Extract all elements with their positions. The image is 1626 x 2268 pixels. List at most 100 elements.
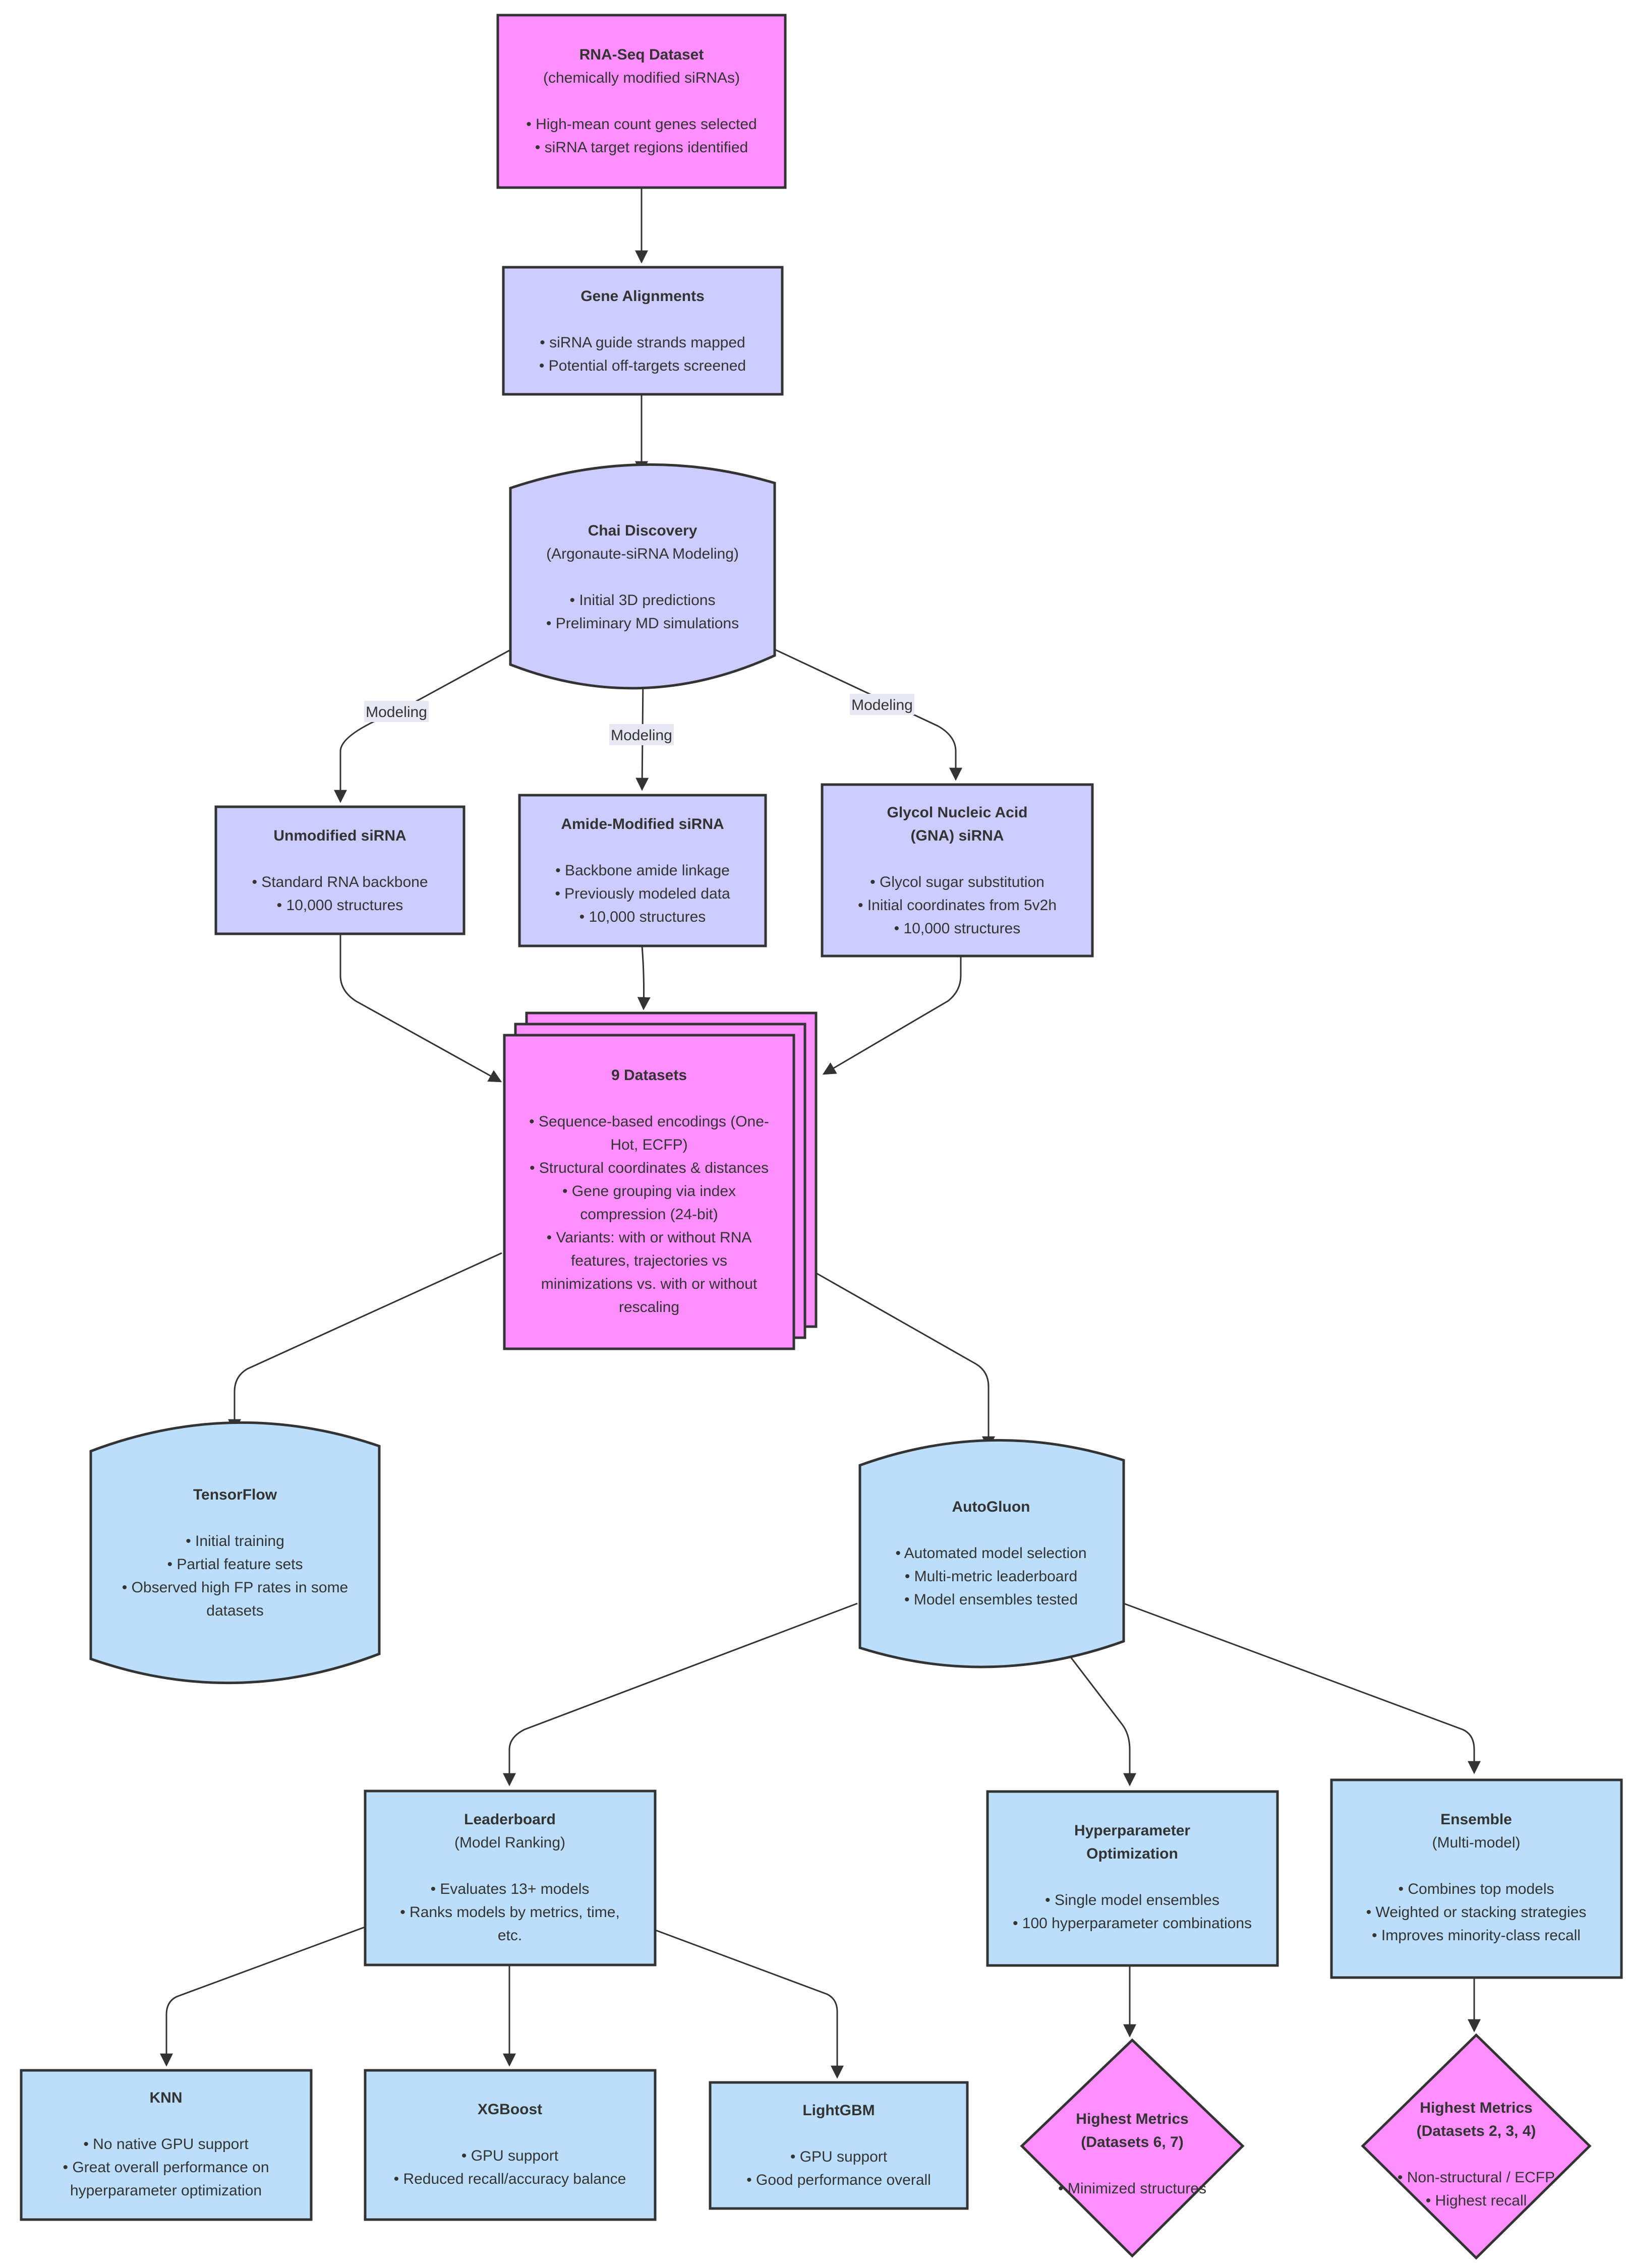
svg-text:Modeling: Modeling — [851, 697, 913, 713]
autogluon-title: AutoGluon — [952, 1499, 1030, 1515]
leaderboard-bullet: • Ranks models by metrics, time, — [400, 1904, 620, 1921]
node-lightgbm: LightGBM • GPU support • Good performance … — [709, 2081, 969, 2210]
knn-bullet: • No native GPU support — [83, 2136, 249, 2153]
xgboost-bullet: • Reduced recall/accuracy balance — [394, 2171, 626, 2187]
node-chai-discovery: Chai Discovery (Argonaute-siRNA Modeling)… — [509, 463, 776, 690]
edge-autogluon-hyper — [1044, 1623, 1136, 1786]
datasets-bullet: Hot, ECFP) — [610, 1137, 687, 1153]
leaderboard-title: Leaderboard — [464, 1811, 556, 1828]
unmodified-bullet: • 10,000 structures — [277, 897, 403, 914]
svg-text:Modeling: Modeling — [366, 704, 427, 721]
node-nine-datasets: 9 Datasets• Sequence-based encodings (On… — [503, 1011, 818, 1350]
tensorflow-title: TensorFlow — [193, 1486, 277, 1503]
rnaseq-title: RNA-Seq Dataset — [579, 46, 704, 63]
tensorflow-bullet: datasets — [206, 1602, 263, 1619]
tensorflow-bullet: • Observed high FP rates in some — [122, 1579, 349, 1596]
metrics67-title: Highest Metrics — [1076, 2111, 1188, 2127]
datasets-bullet: rescaling — [619, 1299, 679, 1316]
hyper-bullet: • 100 hyperparameter combinations — [1013, 1915, 1252, 1932]
datasets-bullet: • Variants: with or without RNA — [547, 1229, 752, 1246]
rnaseq-subtitle: (chemically modified siRNAs) — [543, 70, 740, 86]
metrics234-title: Highest Metrics — [1420, 2100, 1532, 2116]
gna-bullet: • Glycol sugar substitution — [870, 874, 1044, 890]
gna-title: (GNA) siRNA — [911, 827, 1004, 844]
unmodified-bullet: • Standard RNA backbone — [252, 874, 428, 890]
node-xgboost: XGBoost • GPU support • Reduced recall/acc… — [364, 2069, 657, 2221]
rnaseq-bullet: • High-mean count genes selected — [526, 116, 757, 133]
chai-title: Chai Discovery — [588, 522, 698, 539]
knn-bullet: hyperparameter optimization — [70, 2182, 262, 2199]
edge-unmodified-datasets — [339, 934, 502, 1083]
ensemble-bullet: • Weighted or stacking strategies — [1366, 1904, 1587, 1921]
datasets-bullet: compression (24-bit) — [580, 1206, 718, 1223]
svg-text:Modeling: Modeling — [611, 727, 672, 744]
leaderboard-bullet: etc. — [498, 1927, 522, 1944]
metrics234-bullet: • Highest recall — [1426, 2192, 1527, 2209]
node-highest-metrics-6-7: Highest Metrics(Datasets 6, 7)• Minimize… — [1020, 2038, 1245, 2258]
ensemble-subtitle: (Multi-model) — [1432, 1834, 1520, 1851]
edge-chai-gna — [774, 648, 962, 781]
node-leaderboard: Leaderboard(Model Ranking)• Evaluates 13… — [364, 1789, 657, 1966]
tensorflow-bullet: • Partial feature sets — [167, 1556, 303, 1573]
lightgbm-bullet: • GPU support — [790, 2148, 888, 2165]
edge-autogluon-leaderboard — [503, 1602, 858, 1786]
hyper-title: Optimization — [1086, 1845, 1178, 1862]
datasets-bullet: • Structural coordinates & distances — [530, 1160, 769, 1176]
ensemble-title: Ensemble — [1440, 1811, 1512, 1828]
edge-label-unmodified: Modeling — [364, 701, 429, 722]
node-knn: KNN • No native GPU support • Great overal… — [20, 2069, 313, 2221]
metrics234-title: (Datasets 2, 3, 4) — [1417, 2123, 1536, 2139]
metrics67-bullet: • Minimized structures — [1058, 2180, 1206, 2197]
gna-title: Glycol Nucleic Acid — [887, 804, 1028, 821]
datasets-bullet: features, trajectories vs — [571, 1252, 727, 1269]
edge-leaderboard-lightgbm — [654, 1929, 844, 2079]
node-autogluon: AutoGluon • Automated model selection • Mu… — [858, 1439, 1125, 1668]
gene-bullet: • siRNA guide strands mapped — [540, 334, 745, 351]
xgboost-bullet: • GPU support — [461, 2147, 559, 2164]
node-rnaseq: RNA-Seq Dataset (chemically modified siRN… — [496, 14, 787, 189]
edge-leaderboard-knn — [160, 1926, 365, 2067]
amide-bullet: • 10,000 structures — [579, 909, 706, 925]
tensorflow-bullet: • Initial training — [186, 1533, 284, 1549]
rnaseq-bullet: • siRNA target regions identified — [535, 139, 748, 156]
autogluon-bullet: • Model ensembles tested — [904, 1591, 1078, 1608]
node-unmodified-sirna: Unmodified siRNA• Standard RNA backbone•… — [214, 805, 466, 935]
hyper-bullet: • Single model ensembles — [1045, 1892, 1220, 1908]
node-amide-sirna: Amide-Modified siRNA • Backbone amide lin… — [518, 794, 767, 947]
gna-bullet: • 10,000 structures — [894, 920, 1021, 937]
lightgbm-bullet: • Good performance overall — [746, 2172, 931, 2188]
ensemble-bullet: • Improves minority-class recall — [1372, 1927, 1581, 1944]
ensemble-bullet: • Combines top models — [1399, 1881, 1554, 1897]
amide-bullet: • Previously modeled data — [555, 885, 730, 902]
gene-title: Gene Alignments — [580, 288, 705, 305]
amide-bullet: • Backbone amide linkage — [555, 862, 730, 879]
node-tensorflow: TensorFlow • Initial training • Partial fe… — [89, 1421, 381, 1685]
edge-amide-datasets — [637, 945, 651, 1010]
datasets-bullet: minimizations vs. with or without — [541, 1276, 758, 1292]
autogluon-bullet: • Automated model selection — [895, 1545, 1086, 1562]
datasets-bullet: • Sequence-based encodings (One- — [529, 1113, 769, 1130]
lightgbm-title: LightGBM — [802, 2102, 875, 2119]
edge-gna-datasets — [822, 956, 962, 1075]
metrics234-bullet: • Non-structural / ECFP — [1398, 2169, 1555, 2186]
node-highest-metrics-2-3-4: Highest Metrics (Datasets 2, 3, 4) • Non-s… — [1361, 2033, 1592, 2260]
autogluon-bullet: • Multi-metric leaderboard — [905, 1568, 1077, 1585]
knn-bullet: • Great overall performance on — [63, 2159, 269, 2176]
edge-label-gna: Modeling — [850, 694, 914, 715]
edges — [160, 188, 1481, 2079]
node-ensemble: Ensemble (Multi-model) • Combines top mode… — [1330, 1778, 1623, 1979]
leaderboard-bullet: • Evaluates 13+ models — [431, 1881, 590, 1897]
edge-autogluon-ensemble — [1123, 1602, 1481, 1774]
edge-label-amide: Modeling — [609, 724, 674, 745]
gna-bullet: • Initial coordinates from 5v2h — [858, 897, 1057, 914]
chai-bullet: • Preliminary MD simulations — [546, 615, 739, 632]
node-gene-alignments: Gene Alignments • siRNA guide strands map… — [502, 266, 784, 396]
node-gna-sirna: Glycol Nucleic Acid (GNA) siRNA • Glycol s… — [821, 783, 1094, 958]
gene-bullet: • Potential off-targets screened — [539, 357, 746, 374]
chai-subtitle: (Argonaute-siRNA Modeling) — [546, 546, 739, 562]
xgboost-title: XGBoost — [478, 2101, 542, 2118]
knn-title: KNN — [150, 2090, 183, 2106]
amide-title: Amide-Modified siRNA — [561, 816, 724, 832]
